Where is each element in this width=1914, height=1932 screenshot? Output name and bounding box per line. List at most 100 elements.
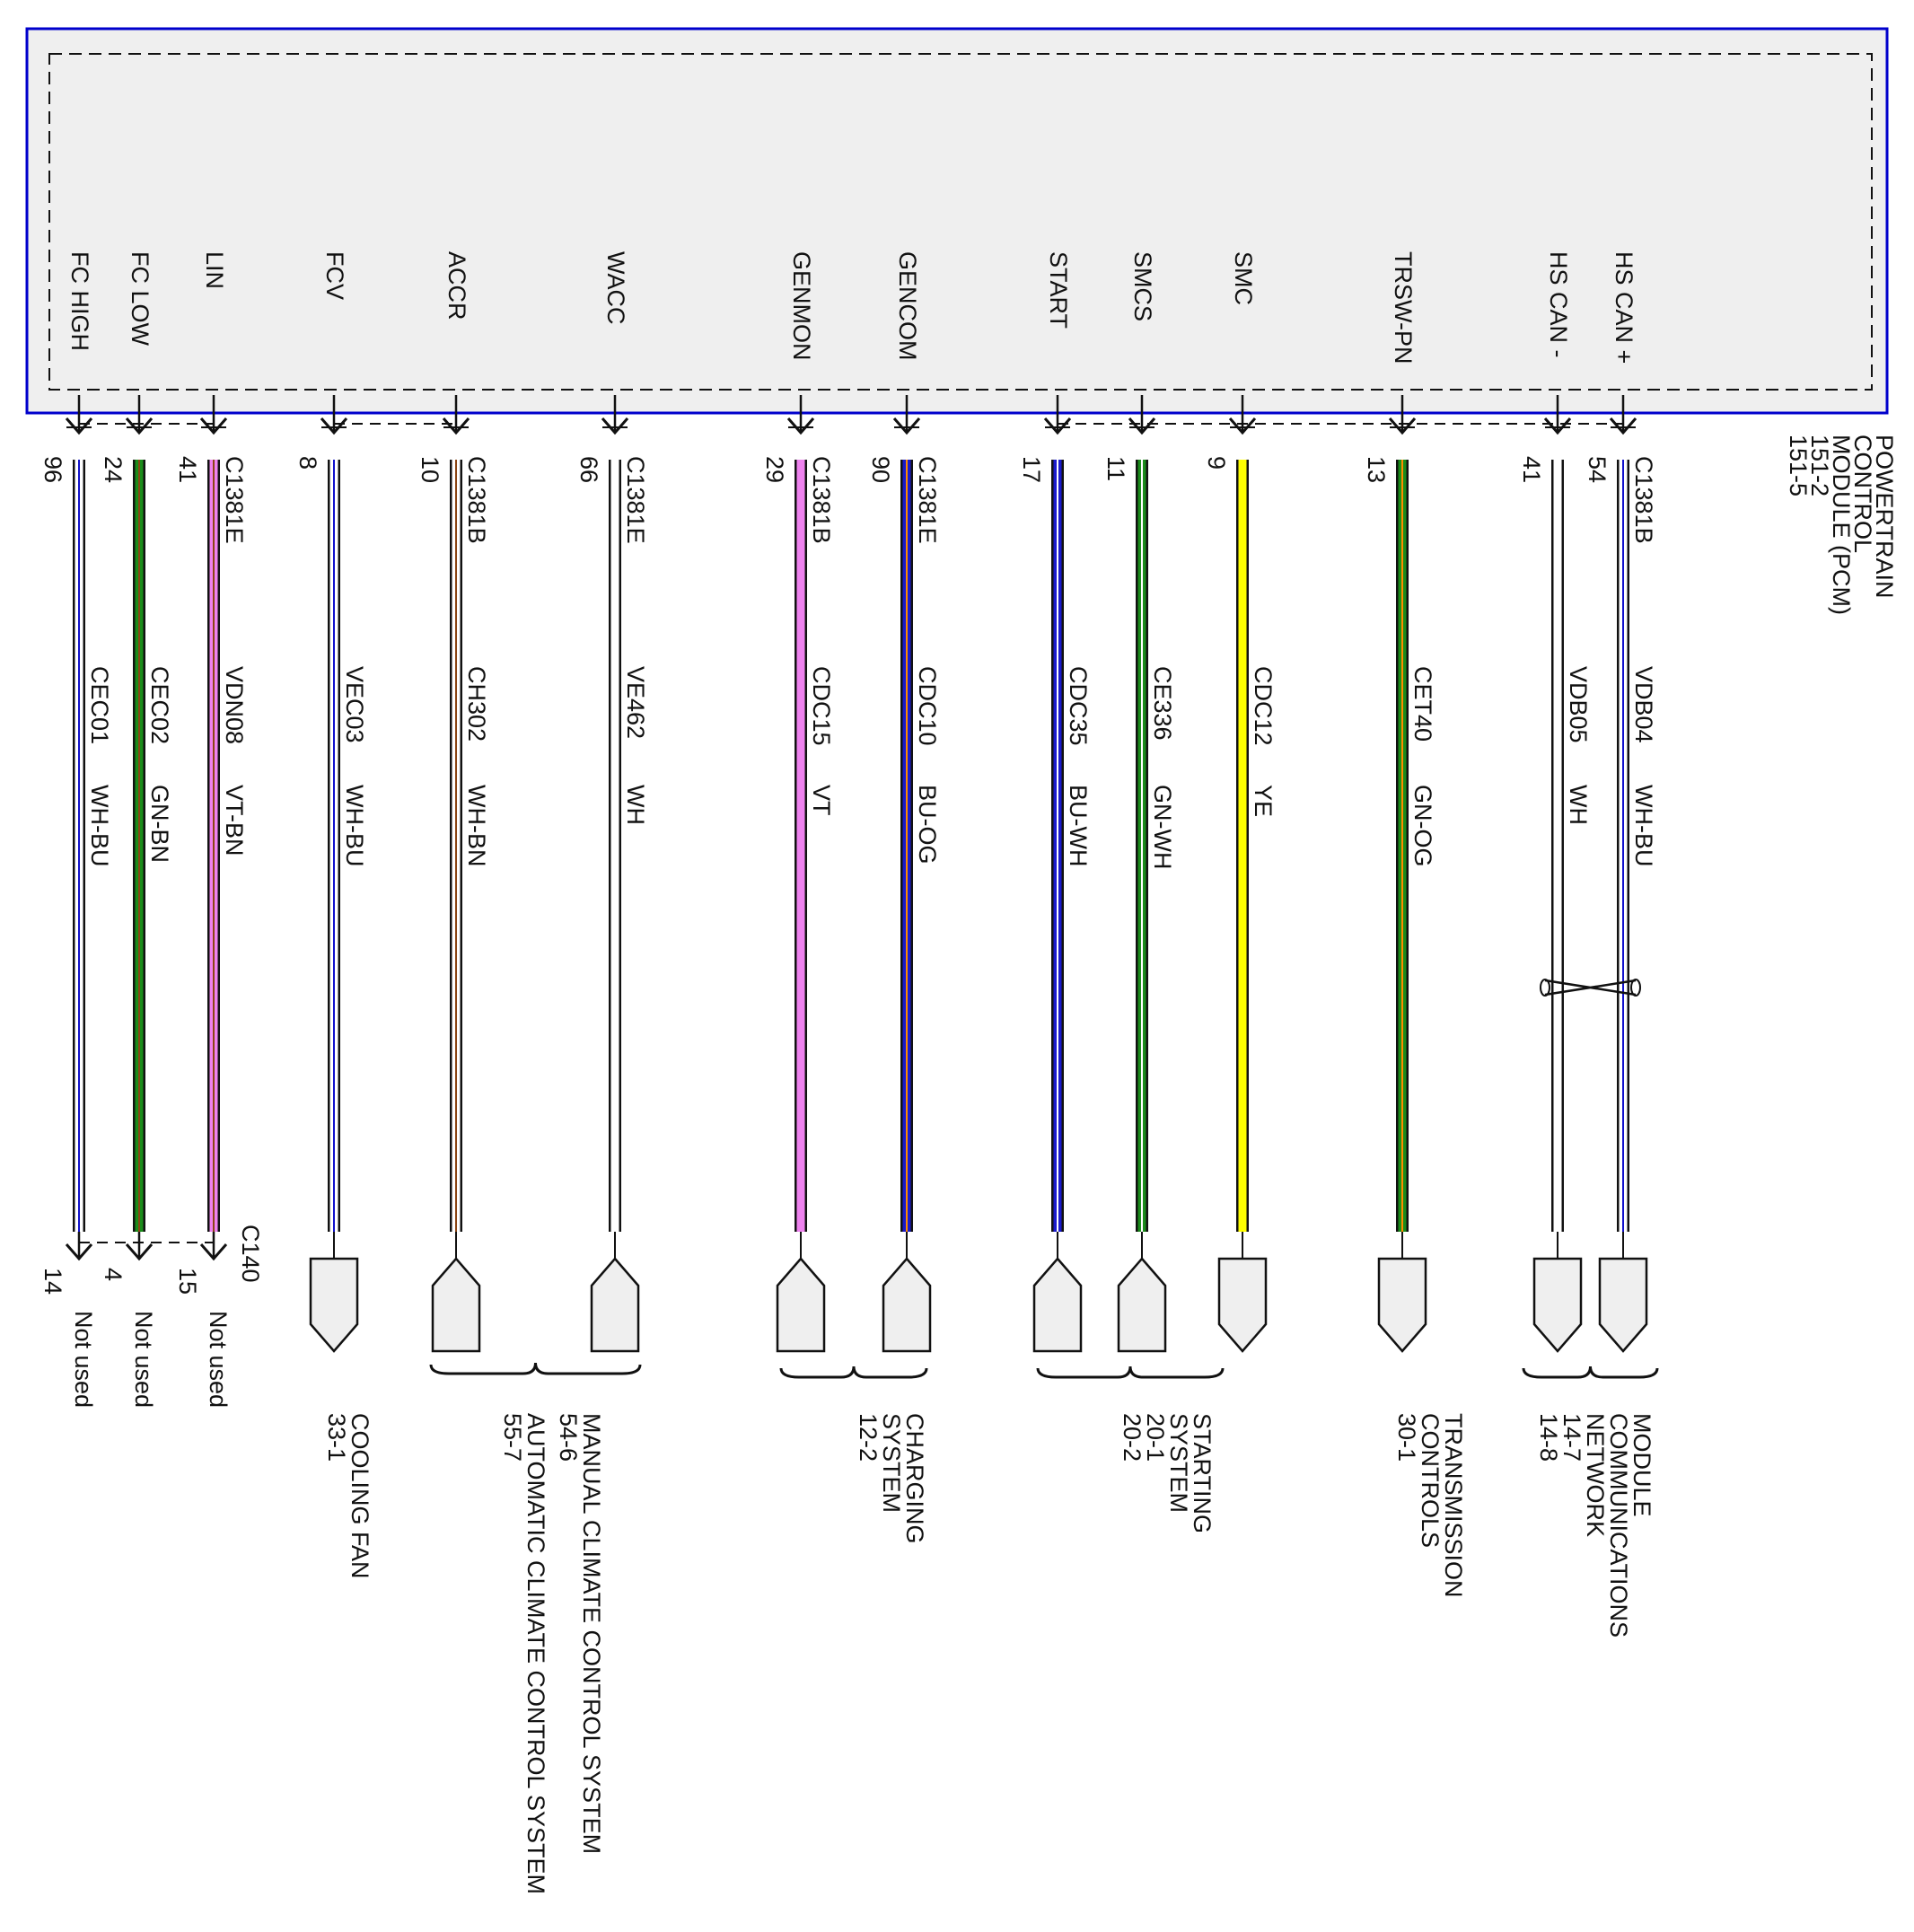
twisted-pair-marker [1540,979,1641,997]
pcm-module-inner-dashed [48,53,1873,391]
system-connector-flag [1217,1257,1268,1353]
signal-label: FC HIGH [66,251,93,351]
destination-line: SYSTEM [1165,1413,1192,1513]
pin-arrow [65,417,93,435]
pin-number-top: 29 [761,456,788,483]
connector-id: C1381B [808,456,835,544]
system-connector-flag [1598,1257,1648,1353]
pin-arrow [892,417,921,435]
signal-label: ACCR [443,251,470,321]
circuit-id: CEC02 [146,666,173,744]
pcm-label-line-2: CONTROL [1849,435,1876,553]
system-connector-flag [1532,1257,1583,1353]
pin-arrow [1228,417,1257,435]
signal-label: GENCOM [894,251,921,361]
wire-color-primary [1238,460,1247,1232]
destination-line: MANUAL CLIMATE CONTROL SYSTEM [578,1413,605,1854]
circuit-id: VDB05 [1565,666,1592,743]
signal-label: HS CAN - [1545,251,1572,358]
pin-number-top: 10 [417,456,443,483]
system-connector-flag [776,1257,826,1353]
destination-line: CONTROLS [1417,1413,1444,1548]
pin-arrow-bottom [199,1243,228,1261]
destination-line: 12-2 [855,1413,882,1462]
wire-color-primary [1553,460,1562,1232]
pin-arrow [601,417,629,435]
signal-label: TRSW-PN [1390,251,1417,364]
pin-arrow [1043,417,1072,435]
connector-dashed-links [79,423,1623,1243]
wire-color-code: BU-WH [1065,785,1092,866]
system-connector-flag [1117,1257,1167,1353]
wire-color-stripe [138,460,140,1232]
signal-label: GENMON [788,251,815,361]
destination-line: TRANSMISSION [1440,1413,1467,1598]
network-brace [1522,1366,1659,1379]
destination-line: 14-7 [1558,1413,1585,1462]
pin-arrow [125,417,154,435]
destination-line: 30-1 [1393,1413,1420,1462]
pin-arrow [199,417,228,435]
destination-line: 54-6 [555,1413,582,1462]
wire-color-stripe [1401,460,1403,1232]
pcm-label-line-5: 151-5 [1785,435,1812,496]
signal-label: WACC [602,251,629,325]
wire-color-stripe [1622,460,1624,1232]
signal-label: SMC [1230,251,1257,305]
signal-label: FC LOW [127,251,154,347]
pin-number-bottom: 14 [40,1268,66,1295]
pin-number-top: 24 [100,456,127,483]
system-connector-flag [1032,1257,1083,1353]
wire-color-stripe [455,460,457,1232]
pin-number-top: 54 [1584,456,1611,483]
system-connector-flag [1377,1257,1427,1353]
c140-connector-label: C140 [237,1225,264,1283]
not-used-label: Not used [70,1311,97,1408]
pin-number-top: 41 [174,456,201,483]
pin-number-top: 41 [1518,456,1545,483]
wire-color-code: GN-BN [146,785,173,863]
pin-number-top: 17 [1018,456,1045,483]
signal-label: SMCS [1129,251,1156,321]
connector-id: C1381E [622,456,649,544]
destination-line: 20-2 [1119,1413,1146,1462]
pin-arrow [786,417,815,435]
pcm-module-box [25,27,1889,415]
not-used-label: Not used [205,1311,232,1408]
circuit-id: CDC10 [914,666,941,746]
pin-arrow [1609,417,1637,435]
twist-end-left [1540,979,1550,997]
wire-color-primary [796,460,805,1232]
pin-arrow [1128,417,1156,435]
pin-number-top: 11 [1102,456,1129,481]
destination-line: MODULE [1629,1413,1655,1517]
destination-line: COOLING FAN [347,1413,373,1579]
wire-color-code: BU-OG [914,785,941,865]
circuit-id: VDB04 [1630,666,1657,743]
wire-color-code: WH-BU [86,785,113,866]
circuit-id: CDC12 [1250,666,1277,746]
destination-line: 55-7 [499,1413,526,1462]
connector-id: C1381E [221,456,248,544]
pin-number-top: 90 [867,456,894,483]
pin-arrow [1388,417,1417,435]
system-connector-flag [590,1257,640,1353]
pin-number-bottom: 15 [174,1268,201,1295]
wire-color-code: GN-OG [1409,785,1436,867]
destination-line: NETWORK [1582,1413,1609,1537]
wire-color-code: WH [1565,785,1592,825]
wire-color-code: VT [808,785,835,816]
pin-number-top: 8 [294,456,321,470]
signal-label: FCV [321,251,348,300]
wire-color-primary [610,460,619,1232]
pin-number-top: 96 [40,456,66,483]
